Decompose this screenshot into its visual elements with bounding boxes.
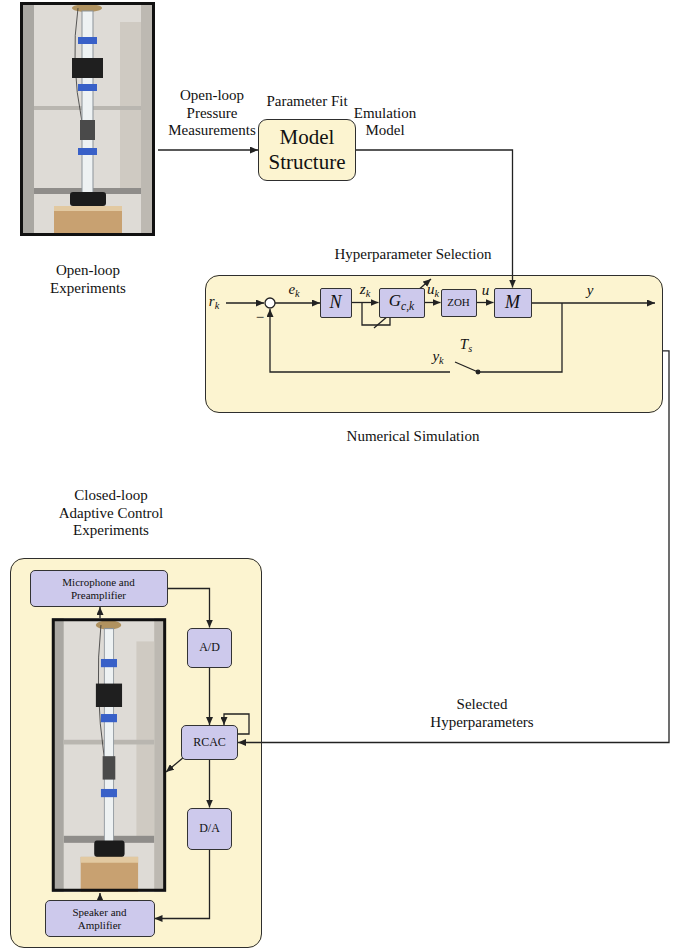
connector-arrow xyxy=(356,150,513,288)
panel-fill xyxy=(10,558,262,948)
math-symbol: T xyxy=(460,336,468,352)
controller-block: Gc,k xyxy=(379,288,425,318)
connector-arrow xyxy=(158,149,258,150)
math-symbol: y xyxy=(432,348,439,364)
signal-label: rk xyxy=(209,293,219,312)
box-text: RCAC xyxy=(193,735,226,749)
connector-arrow xyxy=(209,760,210,808)
math-symbol: u xyxy=(427,281,435,297)
connector-arrow xyxy=(425,302,441,303)
zoh-block: ZOH xyxy=(441,289,477,317)
experiment-panel: Closed-loop Adaptive Control Experiments… xyxy=(10,558,262,948)
math-symbol: G xyxy=(389,291,401,310)
edge-label: zk xyxy=(360,281,370,300)
heading-text: Parameter Fit xyxy=(266,93,347,111)
connector-arrow xyxy=(352,302,379,303)
signal-wire xyxy=(520,302,655,303)
math-symbol: u xyxy=(482,282,490,298)
signal-wire xyxy=(275,302,320,303)
math-subscript: k xyxy=(439,356,444,367)
rcac-box: RCAC xyxy=(181,725,238,760)
caption-text: Open-loop Experiments xyxy=(18,262,158,297)
panel-fill xyxy=(205,275,663,413)
math-symbol: z xyxy=(360,281,366,297)
connector-arrow xyxy=(168,589,210,628)
summing-junction xyxy=(265,298,275,308)
edge-label: Open-loop Pressure Measurements xyxy=(164,87,260,140)
caption-text: Numerical Simulation xyxy=(313,428,513,446)
box-text: Microphone and Preamplifier xyxy=(43,576,155,602)
edge-label: Selected Hyperparameters xyxy=(417,696,547,731)
signal-label: yk xyxy=(432,348,443,367)
feedback-wire xyxy=(270,309,450,372)
sampler-switch xyxy=(455,362,478,372)
block-text: ZOH xyxy=(447,296,470,309)
connector-arrow xyxy=(209,668,210,726)
math-subscript: k xyxy=(295,288,300,299)
block-symbol: M xyxy=(505,292,520,313)
plant-model-block: M xyxy=(494,288,532,318)
signal-wire xyxy=(99,607,100,618)
connector-arrow xyxy=(155,850,210,919)
heading-text: Hyperparameter Selection xyxy=(313,246,513,264)
box-text: Speaker and Amplifier xyxy=(60,906,140,932)
connector-arrow xyxy=(238,351,669,743)
math-symbol: N xyxy=(329,292,341,312)
signal-wire xyxy=(226,302,264,303)
math-subscript: k xyxy=(215,301,220,312)
edge-label: u xyxy=(482,282,490,300)
math-subscript: k xyxy=(434,288,439,299)
signal-label: ek xyxy=(288,281,299,300)
apparatus-photo xyxy=(20,2,155,236)
box-text: A/D xyxy=(199,640,220,654)
experiment-photo-node: Open-loop Experiments xyxy=(18,0,158,305)
connector-arrow xyxy=(477,302,494,303)
math-symbol: e xyxy=(288,281,295,297)
block-symbol: N xyxy=(329,292,341,313)
model-box: Parameter FitModel Structure xyxy=(258,119,356,181)
edge-label: Emulation Model xyxy=(345,105,425,140)
adc-box: A/D xyxy=(187,628,232,668)
math-symbol: M xyxy=(505,292,520,312)
edge-label: uk xyxy=(427,281,439,300)
dac-box: D/A xyxy=(187,808,232,850)
signal-label: Ts xyxy=(460,336,472,355)
microphone-box: Microphone and Preamplifier xyxy=(30,570,168,608)
math-subscript: k xyxy=(366,288,371,299)
box-text: D/A xyxy=(199,821,220,835)
heading-text: Closed-loop Adaptive Control Experiments xyxy=(46,487,176,540)
speaker-box: Speaker and Amplifier xyxy=(45,900,155,938)
math-symbol: y xyxy=(587,282,594,298)
signal-label: − xyxy=(256,309,264,327)
adaptation-arrow xyxy=(374,279,431,328)
nonlinearity-block: N xyxy=(320,288,352,318)
math-subscript: s xyxy=(468,344,472,355)
block-symbol: Gc,k xyxy=(389,291,414,313)
apparatus-photo xyxy=(52,618,166,892)
box-text: Model Structure xyxy=(264,125,350,175)
signal-label: y xyxy=(587,282,594,300)
math-subscript: c,k xyxy=(401,300,414,313)
math-symbol: r xyxy=(209,293,215,309)
